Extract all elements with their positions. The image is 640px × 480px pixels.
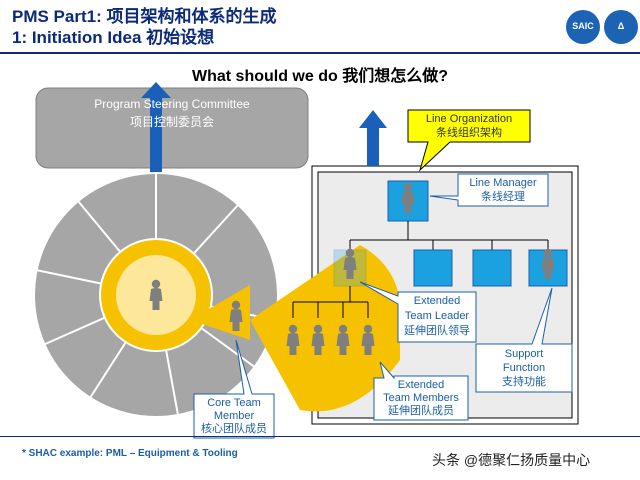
saic-logo: SAIC <box>566 10 600 44</box>
team-members-en1: Extended <box>397 379 445 391</box>
footnote: * SHAC example: PML – Equipment & Toolin… <box>22 448 238 459</box>
team-leader-callout <box>359 281 477 343</box>
core-member-en2: Member <box>213 410 255 422</box>
line-manager-en: Line Manager <box>469 177 537 189</box>
dept-box <box>413 249 453 287</box>
dept-box <box>472 249 512 287</box>
steering-committee-box <box>35 87 309 169</box>
line-manager-zh: 条线经理 <box>481 191 525 203</box>
steering-zh: 项目控制委员会 <box>129 115 214 129</box>
core-member-en1: Core Team <box>207 397 261 409</box>
up-arrow-icon <box>359 110 387 166</box>
header-divider <box>0 52 640 54</box>
partner-logo: Δ <box>604 10 638 44</box>
title-line1: PMS Part1: 项目架构和体系的生成 <box>12 7 277 26</box>
support-en2: Function <box>502 362 546 374</box>
support-zh: 支持功能 <box>502 376 546 388</box>
line-org-en: Line Organization <box>425 113 513 125</box>
extended-team-fan <box>250 245 400 412</box>
team-leader-en2: Team Leader <box>404 310 470 322</box>
steering-en: Program Steering Committee <box>94 97 250 111</box>
line-manager-callout <box>429 173 549 207</box>
team-members-zh: 延伸团队成员 <box>388 405 454 417</box>
core-member-callout <box>193 339 275 439</box>
core-member-zh: 核心团队成员 <box>201 423 267 435</box>
footer-divider <box>0 436 640 437</box>
team-leader-en1: Extended <box>413 295 461 307</box>
support-callout <box>475 287 573 393</box>
watermark: 头条 @德聚仁扬质量中心 <box>432 452 591 468</box>
team-members-callout <box>373 361 469 421</box>
up-arrow-icon <box>141 82 171 175</box>
support-en1: Support <box>504 348 544 360</box>
line-org-callout <box>407 109 531 172</box>
question-heading: What should we do 我们想怎么做? <box>192 68 448 85</box>
team-leader-zh: 延伸团队领导 <box>404 325 470 337</box>
title-line2: 1: Initiation Idea 初始设想 <box>12 28 215 47</box>
line-org-zh: 条线组织架构 <box>436 127 502 139</box>
team-members-en2: Team Members <box>383 392 459 404</box>
